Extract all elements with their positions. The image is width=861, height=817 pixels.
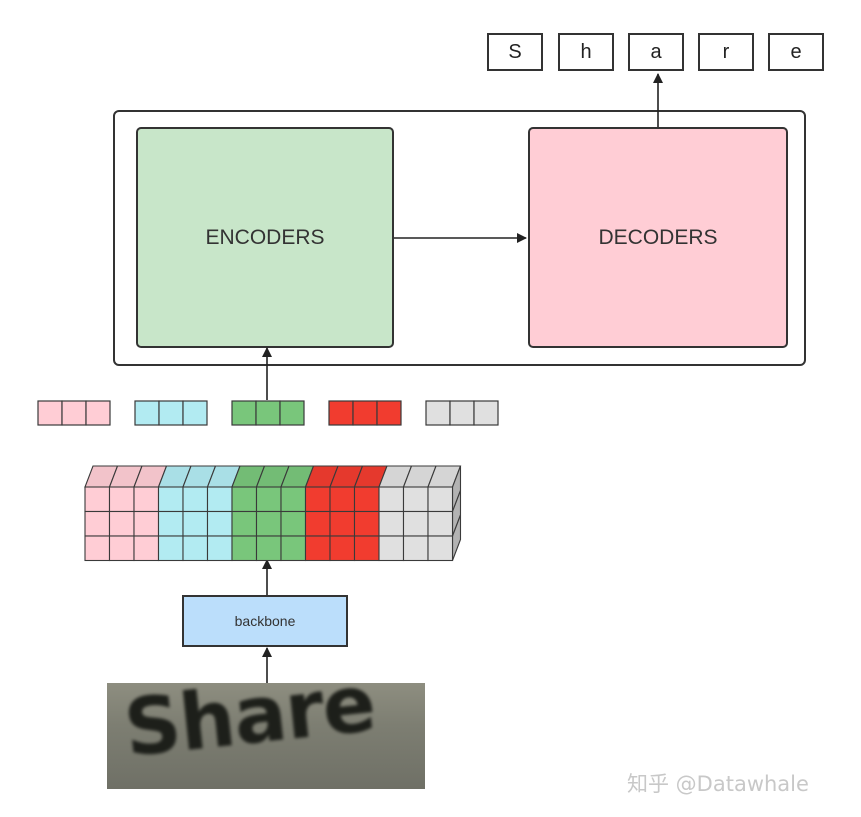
- output-char-box: S: [487, 33, 543, 71]
- token-cell: [255, 400, 281, 426]
- token-cell: [134, 400, 160, 426]
- token-cell: [61, 400, 87, 426]
- feature-cell: [304, 486, 331, 513]
- token-cell: [85, 400, 111, 426]
- token-cell: [425, 400, 451, 426]
- feature-cell: [329, 535, 356, 562]
- input-image: Share: [107, 683, 425, 789]
- feature-cell: [84, 535, 111, 562]
- feature-cell: [206, 486, 233, 513]
- feature-cell: [378, 486, 405, 513]
- feature-cell: [329, 510, 356, 537]
- feature-cell: [304, 510, 331, 537]
- feature-cell: [255, 535, 282, 562]
- output-char-box: a: [628, 33, 684, 71]
- feature-cell: [157, 535, 184, 562]
- feature-cell: [255, 486, 282, 513]
- feature-cell: [157, 486, 184, 513]
- feature-cell: [108, 535, 135, 562]
- feature-cell: [157, 510, 184, 537]
- feature-cell: [402, 510, 429, 537]
- feature-cell: [182, 510, 209, 537]
- transformer-frame: [113, 110, 806, 366]
- decoders-label: DECODERS: [598, 225, 718, 249]
- feature-cell: [182, 535, 209, 562]
- token-sequence: [37, 400, 499, 426]
- token-cell: [376, 400, 402, 426]
- token-cell: [231, 400, 257, 426]
- feature-cell: [231, 486, 258, 513]
- feature-cell: [206, 510, 233, 537]
- backbone-block: backbone: [182, 595, 348, 647]
- feature-cell: [108, 510, 135, 537]
- output-char-box: e: [768, 33, 824, 71]
- output-char: S: [508, 40, 522, 63]
- backbone-label: backbone: [234, 613, 296, 629]
- input-image-text: Share: [120, 683, 380, 775]
- encoders-label: ENCODERS: [205, 225, 325, 249]
- token-cell: [37, 400, 63, 426]
- token-cell: [182, 400, 208, 426]
- output-char: r: [722, 40, 730, 63]
- feature-cell: [304, 535, 331, 562]
- feature-cell: [133, 510, 160, 537]
- feature-cell: [206, 535, 233, 562]
- watermark: 知乎 @Datawhale: [627, 772, 809, 796]
- feature-cell: [231, 535, 258, 562]
- feature-cell: [231, 510, 258, 537]
- feature-cell: [427, 510, 454, 537]
- token-cell: [473, 400, 499, 426]
- token-cell: [352, 400, 378, 426]
- feature-cell: [402, 535, 429, 562]
- token-cell: [449, 400, 475, 426]
- feature-cell: [280, 535, 307, 562]
- feature-cell: [378, 535, 405, 562]
- output-char: e: [790, 40, 802, 63]
- feature-cell: [402, 486, 429, 513]
- feature-cell: [280, 486, 307, 513]
- encoders-block: ENCODERS: [136, 127, 394, 348]
- output-char-box: h: [558, 33, 614, 71]
- feature-cell: [427, 486, 454, 513]
- token-cell: [158, 400, 184, 426]
- feature-cell: [182, 486, 209, 513]
- token-cell: [328, 400, 354, 426]
- feature-cell: [353, 535, 380, 562]
- feature-cell: [84, 510, 111, 537]
- feature-cell: [378, 510, 405, 537]
- feature-cell: [108, 486, 135, 513]
- token-cell: [279, 400, 305, 426]
- feature-cell: [255, 510, 282, 537]
- feature-cell: [133, 535, 160, 562]
- feature-cell: [427, 535, 454, 562]
- feature-cell: [133, 486, 160, 513]
- output-char-box: r: [698, 33, 754, 71]
- output-char: h: [580, 40, 592, 63]
- feature-map-3d: [84, 465, 462, 562]
- feature-cell: [353, 486, 380, 513]
- feature-cell: [84, 486, 111, 513]
- decoders-block: DECODERS: [528, 127, 788, 348]
- output-char: a: [650, 40, 662, 63]
- feature-cell: [280, 510, 307, 537]
- feature-cell: [353, 510, 380, 537]
- feature-cell: [329, 486, 356, 513]
